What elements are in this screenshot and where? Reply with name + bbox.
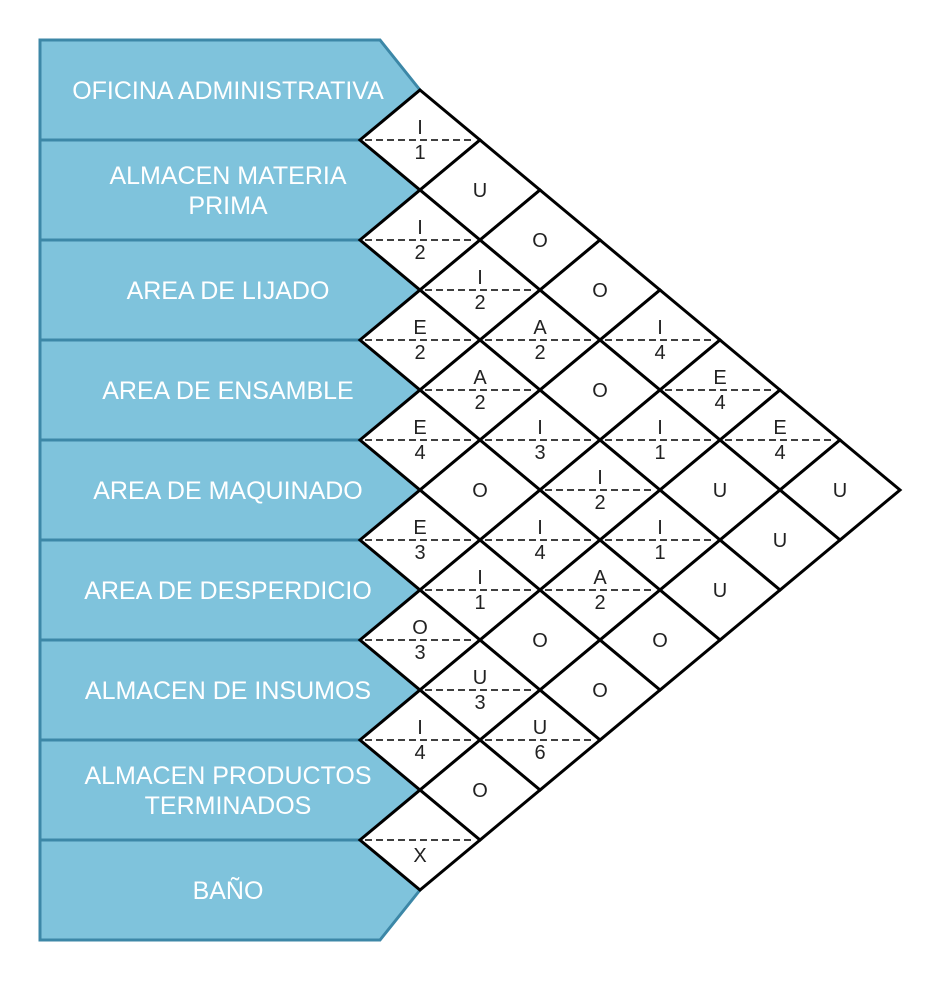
relationship-matrix: I1UOOI4E4E4UI2I2A2OI1UUE2A2I3I2I1UE4OI4A… [357,88,903,892]
relationship-code: E [713,367,726,389]
relationship-reason: 2 [594,592,605,614]
relationship-code: U [713,580,727,602]
relationship-code: I [657,417,663,439]
relationship-cell: X [357,788,483,892]
relationship-code: U [533,717,547,739]
relationship-code: U [833,480,847,502]
relationship-code: O [592,380,608,402]
relationship-code: E [413,417,426,439]
relationship-reason: 1 [474,592,485,614]
relationship-code: O [532,230,548,252]
department-label: ALMACEN MATERIA [109,162,346,190]
relationship-code: I [477,567,483,589]
department-labels: OFICINA ADMINISTRATIVA ALMACEN MATERIAPRI… [72,77,384,905]
relationship-code: I [657,317,663,339]
relationship-code: U [773,530,787,552]
relationship-code: I [477,267,483,289]
relationship-reason: 1 [654,542,665,564]
relationship-code: I [417,717,423,739]
department-label: AREA DE DESPERDICIO [84,577,372,605]
relationship-code: A [533,317,547,339]
relationship-reason: 2 [414,242,425,264]
relationship-code: E [413,317,426,339]
relationship-reason: 2 [594,492,605,514]
department-label: AREA DE ENSAMBLE [102,377,353,405]
relationship-code: I [537,417,543,439]
department-label: AREA DE MAQUINADO [93,477,363,505]
relationship-code: O [412,617,428,639]
relationship-reason: 1 [654,442,665,464]
department-label: ALMACEN PRODUCTOS [84,762,371,790]
relationship-code: A [593,567,607,589]
relationship-reason: 2 [414,342,425,364]
department-label: BAÑO [193,876,264,905]
relationship-code: E [413,517,426,539]
relationship-code: I [417,117,423,139]
relationship-reason: 1 [414,142,425,164]
relationship-reason: 2 [474,392,485,414]
relationship-reason: 2 [474,292,485,314]
relationship-reason: 4 [774,442,785,464]
relationship-code: O [652,630,668,652]
relationship-reason: 4 [714,392,725,414]
relationship-code: U [473,180,487,202]
relationship-code: O [472,480,488,502]
relationship-code: I [597,467,603,489]
relationship-reason: 3 [534,442,545,464]
relationship-reason: 4 [414,742,425,764]
relationship-code: X [413,845,426,867]
relationship-code: A [473,367,487,389]
department-label: OFICINA ADMINISTRATIVA [72,77,384,105]
relationship-code: O [592,280,608,302]
relationship-code: I [657,517,663,539]
relationship-code: O [592,680,608,702]
relationship-reason: 6 [534,742,545,764]
relationship-reason: 3 [414,642,425,664]
relationship-reason: 2 [534,342,545,364]
relationship-code: U [713,480,727,502]
department-label: PRIMA [188,192,268,220]
relationship-reason: 3 [474,692,485,714]
relationship-code: E [773,417,786,439]
department-label: TERMINADOS [145,792,312,820]
relationship-reason: 4 [414,442,425,464]
relationship-code: O [532,630,548,652]
relationship-code: O [472,780,488,802]
department-label: AREA DE LIJADO [127,277,330,305]
relationship-reason: 4 [654,342,665,364]
relationship-code: I [537,517,543,539]
relationship-reason: 3 [414,542,425,564]
relationship-code: U [473,667,487,689]
department-label: ALMACEN DE INSUMOS [85,677,371,705]
relationship-code: I [417,217,423,239]
relationship-reason: 4 [534,542,545,564]
